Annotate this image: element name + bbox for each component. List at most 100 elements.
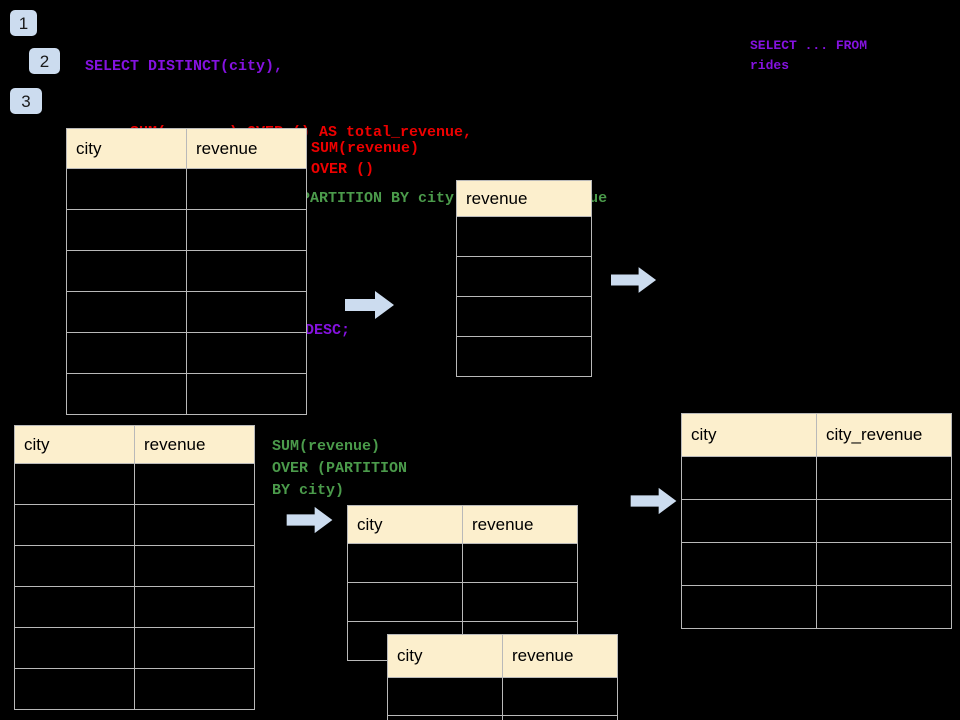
table-cell xyxy=(347,543,463,583)
column-header-revenue: revenue xyxy=(186,128,307,169)
table-header-row: city revenue xyxy=(66,128,307,169)
table-cell xyxy=(14,545,135,587)
column-header-city: city xyxy=(347,505,463,544)
table-cell xyxy=(14,504,135,546)
table-row xyxy=(14,504,255,546)
table-row xyxy=(66,373,307,415)
table-row xyxy=(456,216,592,257)
table-header-row: city revenue xyxy=(14,425,255,464)
arrow-partition-to-result xyxy=(630,487,677,515)
column-header-city: city xyxy=(14,425,135,464)
table-row xyxy=(14,668,255,710)
table-cell xyxy=(186,168,307,210)
column-header-revenue: revenue xyxy=(134,425,255,464)
sql-line-1: SELECT DISTINCT(city), xyxy=(85,58,284,75)
table-row xyxy=(14,586,255,628)
column-header-city: city xyxy=(681,413,817,457)
table-cell xyxy=(66,291,187,333)
column-header-revenue: revenue xyxy=(502,634,618,678)
table-cell xyxy=(502,677,618,716)
table-cell xyxy=(681,456,817,500)
table-cell xyxy=(456,256,592,297)
table-row xyxy=(456,256,592,297)
table-cell xyxy=(816,585,952,629)
final-result-table: city city_revenue xyxy=(681,413,952,629)
table-header-row: city city_revenue xyxy=(681,413,952,457)
table-cell xyxy=(134,627,255,669)
table-cell xyxy=(681,499,817,543)
column-header-revenue: revenue xyxy=(456,180,592,217)
table-row xyxy=(66,209,307,251)
table-cell xyxy=(186,373,307,415)
annotation-select-from: SELECT ... FROM rides xyxy=(750,38,868,73)
arrow-rides-to-total-revenue xyxy=(345,291,394,319)
table-cell xyxy=(14,668,135,710)
table-cell xyxy=(502,715,618,720)
table-cell xyxy=(347,582,463,622)
table-row xyxy=(14,627,255,669)
table-cell xyxy=(14,627,135,669)
table-row xyxy=(347,582,578,622)
table-row xyxy=(681,499,952,543)
table-cell xyxy=(134,504,255,546)
table-row xyxy=(681,585,952,629)
table-cell xyxy=(456,216,592,257)
step-badge-2: 2 xyxy=(29,48,60,74)
table-cell xyxy=(186,209,307,251)
table-row xyxy=(456,336,592,377)
table-cell xyxy=(134,545,255,587)
table-row xyxy=(681,456,952,500)
table-row xyxy=(681,542,952,586)
column-header-city-revenue: city_revenue xyxy=(816,413,952,457)
step-badge-1: 1 xyxy=(10,10,37,36)
table-row xyxy=(456,296,592,337)
table-cell xyxy=(456,296,592,337)
table-row xyxy=(66,291,307,333)
table-header-row: city revenue xyxy=(387,634,618,678)
table-cell xyxy=(186,332,307,374)
table-cell xyxy=(816,542,952,586)
table-row xyxy=(387,715,618,720)
table-cell xyxy=(462,543,578,583)
table-row xyxy=(14,545,255,587)
arrow-total-revenue-to-result xyxy=(611,267,657,293)
step-badge-3: 3 xyxy=(10,88,42,114)
step-badge-3-label: 3 xyxy=(21,91,31,111)
table-cell xyxy=(66,373,187,415)
table-cell xyxy=(186,291,307,333)
rides-source-table-top: city revenue xyxy=(66,128,307,415)
table-row xyxy=(66,168,307,210)
table-cell xyxy=(387,715,503,720)
column-header-city: city xyxy=(66,128,187,169)
annotation-sum-over-partition: SUM(revenue) OVER (PARTITION BY city) xyxy=(272,438,408,499)
table-header-row: revenue xyxy=(456,180,592,217)
table-cell xyxy=(14,586,135,628)
table-row xyxy=(347,543,578,583)
rides-source-table-bottom: city revenue xyxy=(14,425,255,710)
table-cell xyxy=(387,677,503,716)
table-cell xyxy=(66,168,187,210)
table-cell xyxy=(681,542,817,586)
table-row xyxy=(387,677,618,716)
table-cell xyxy=(134,463,255,505)
table-cell xyxy=(681,585,817,629)
arrow-rides-to-partition xyxy=(286,506,333,534)
table-cell xyxy=(186,250,307,292)
total-revenue-table: revenue xyxy=(456,180,592,377)
table-cell xyxy=(66,332,187,374)
table-cell xyxy=(456,336,592,377)
table-row xyxy=(66,250,307,292)
column-header-revenue: revenue xyxy=(462,505,578,544)
table-cell xyxy=(14,463,135,505)
table-row xyxy=(66,332,307,374)
step-badge-2-label: 2 xyxy=(39,51,50,71)
table-row xyxy=(14,463,255,505)
column-header-city: city xyxy=(387,634,503,678)
table-cell xyxy=(816,456,952,500)
partition-group-table-front: city revenue xyxy=(387,634,618,720)
table-cell xyxy=(816,499,952,543)
table-cell xyxy=(66,209,187,251)
table-cell xyxy=(134,586,255,628)
table-cell xyxy=(462,582,578,622)
